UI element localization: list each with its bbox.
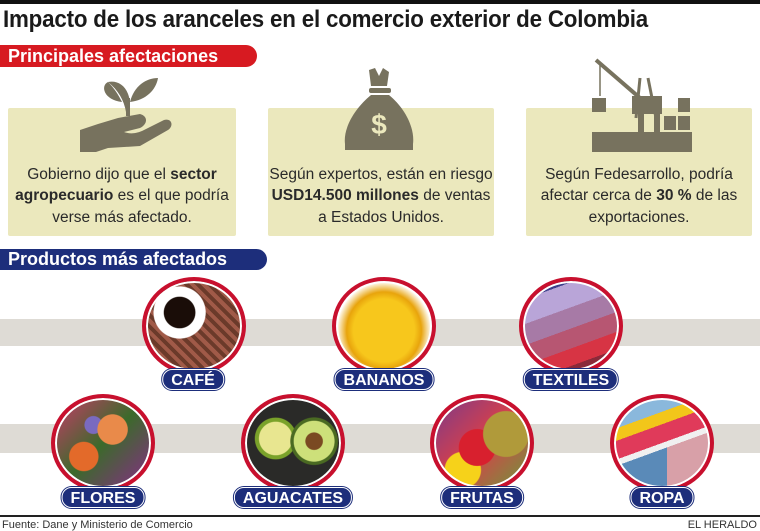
page-title: Impacto de los aranceles en el comercio … xyxy=(3,6,649,33)
plant-in-hand-icon xyxy=(80,78,172,152)
card-exportaciones: Según Fedesarrollo, podría afectar cerca… xyxy=(526,108,752,236)
money-bag-icon: $ xyxy=(344,68,414,150)
product-label-bananos: BANANOS xyxy=(334,369,434,390)
product-image-frutas xyxy=(430,394,534,492)
product-image-flores xyxy=(51,394,155,492)
card-text: Según Fedesarrollo, podría afectar cerca… xyxy=(540,165,738,226)
product-image-ropa xyxy=(610,394,714,492)
section-tag-productos: Productos más afectados xyxy=(0,249,267,270)
top-rule xyxy=(0,0,760,4)
product-image-cafe xyxy=(142,277,246,375)
brand-credit: EL HERALDO xyxy=(687,519,757,531)
svg-text:$: $ xyxy=(371,109,387,140)
product-label-frutas: FRUTAS xyxy=(441,487,523,508)
section-tag-principales: Principales afectaciones xyxy=(0,45,257,67)
card-text: Según expertos, están en riesgo USD14.50… xyxy=(269,165,493,226)
port-crane-icon xyxy=(592,58,692,152)
card-text: Gobierno dijo que el sector agropecuario… xyxy=(15,165,229,226)
product-label-flores: FLORES xyxy=(61,487,145,508)
product-image-bananos xyxy=(332,277,436,375)
product-label-cafe: CAFÉ xyxy=(162,369,224,390)
footer-rule xyxy=(0,515,760,517)
product-image-aguacates xyxy=(241,394,345,492)
product-label-aguacates: AGUACATES xyxy=(233,487,353,508)
product-image-textiles xyxy=(519,277,623,375)
product-label-textiles: TEXTILES xyxy=(523,369,619,390)
product-label-ropa: ROPA xyxy=(630,487,694,508)
source-note: Fuente: Dane y Ministerio de Comercio xyxy=(2,519,193,531)
